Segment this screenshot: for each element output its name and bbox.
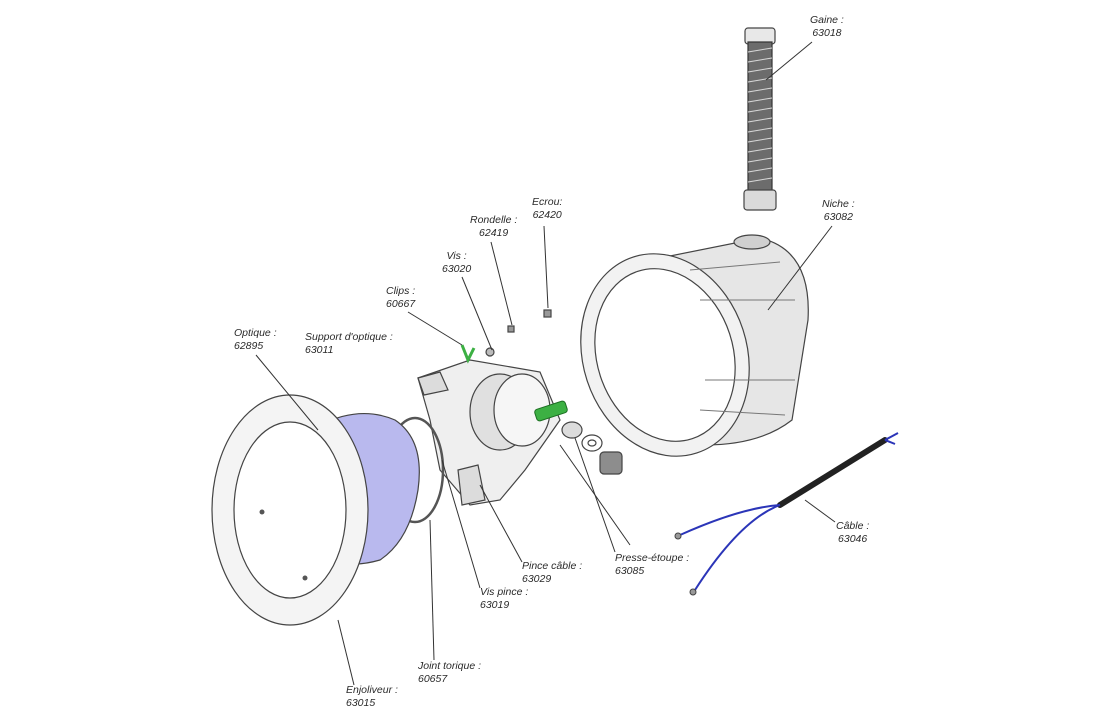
label-joint-torique-ref: 60657	[418, 673, 448, 685]
label-support-optique: Support d'optique : 63011	[305, 331, 393, 357]
label-rondelle: Rondelle : 62419	[470, 214, 517, 240]
label-niche-name: Niche :	[822, 198, 855, 210]
label-presse-etoupe-name: Presse-étoupe :	[615, 552, 690, 564]
label-vis-pince: Vis pince : 63019	[480, 586, 528, 612]
label-gaine: Gaine : 63018	[810, 14, 844, 40]
label-enjoliveur: Enjoliveur : 63015	[346, 684, 398, 710]
niche-housing	[580, 234, 809, 457]
label-vis: Vis : 63020	[442, 250, 471, 276]
label-rondelle-ref: 62419	[479, 227, 509, 239]
label-cable-name: Câble :	[836, 520, 870, 532]
label-joint-torique: Joint torique : 60657	[418, 660, 481, 686]
support-optique	[417, 344, 568, 506]
label-pince-cable-name: Pince câble :	[522, 560, 583, 572]
label-pince-cable: Pince câble : 63029	[522, 560, 582, 586]
label-rondelle-name: Rondelle :	[470, 214, 518, 226]
cable	[674, 432, 899, 596]
presse-etoupe-parts	[507, 309, 623, 475]
enjoliveur-ring	[211, 394, 369, 626]
label-presse-etoupe: Presse-étoupe : 63085	[615, 552, 689, 578]
label-ecrou-name: Ecrou:	[532, 196, 563, 208]
label-support-optique-name: Support d'optique :	[305, 331, 393, 343]
label-enjoliveur-name: Enjoliveur :	[346, 684, 398, 696]
label-pince-cable-ref: 63029	[522, 573, 552, 585]
label-clips-ref: 60667	[386, 298, 416, 310]
label-vis-pince-ref: 63019	[480, 599, 510, 611]
label-ecrou-ref: 62420	[532, 209, 562, 221]
leader-lines	[255, 41, 836, 686]
label-ecrou: Ecrou: 62420	[532, 196, 562, 222]
label-optique-name: Optique :	[234, 327, 277, 339]
label-cable: Câble : 63046	[836, 520, 869, 546]
label-niche: Niche : 63082	[822, 198, 855, 224]
label-vis-name: Vis :	[446, 250, 467, 262]
gaine-conduit	[743, 27, 777, 211]
label-gaine-ref: 63018	[812, 27, 842, 39]
label-vis-ref: 63020	[442, 263, 472, 275]
label-joint-torique-name: Joint torique :	[418, 660, 482, 672]
label-cable-ref: 63046	[838, 533, 868, 545]
label-optique-ref: 62895	[234, 340, 264, 352]
label-clips-name: Clips :	[386, 285, 416, 297]
label-presse-etoupe-ref: 63085	[615, 565, 645, 577]
label-vis-pince-name: Vis pince :	[480, 586, 529, 598]
label-optique: Optique : 62895	[234, 327, 277, 353]
label-niche-ref: 63082	[823, 211, 853, 223]
label-clips: Clips : 60667	[386, 285, 415, 311]
label-enjoliveur-ref: 63015	[346, 697, 376, 709]
label-gaine-name: Gaine :	[810, 14, 844, 26]
label-support-optique-ref: 63011	[305, 344, 334, 356]
